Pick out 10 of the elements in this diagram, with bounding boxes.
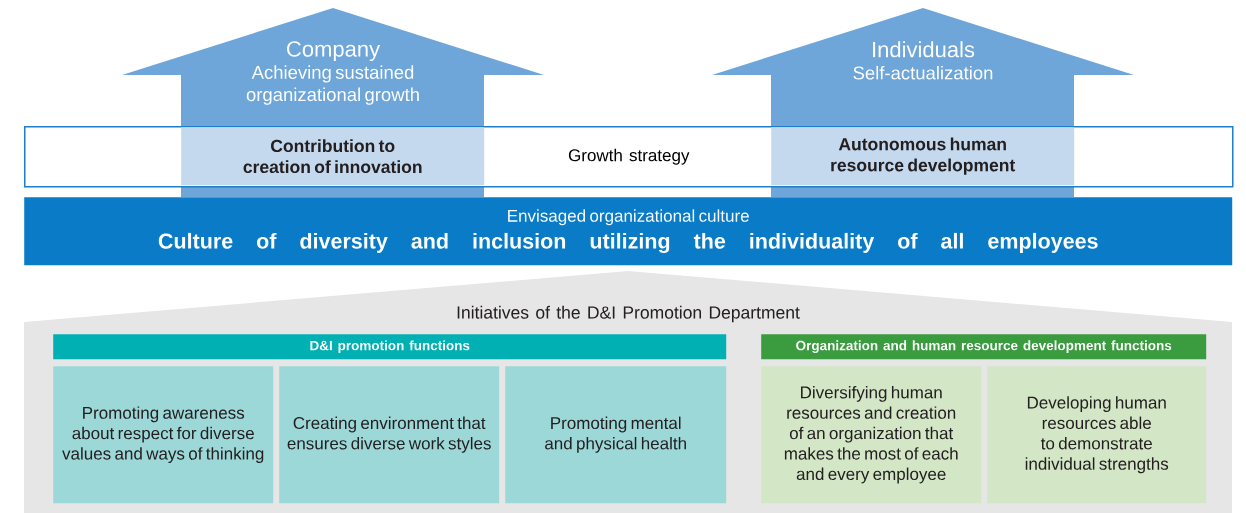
function-box: Promoting mental and physical health [505, 366, 727, 504]
header-bar: D&I promotion functions [53, 334, 727, 360]
function-box: Diversifying human resources and creation of an organization that makes the most of each and every employee [761, 366, 982, 504]
header-bar: Organization and human resource development functions [761, 334, 1207, 360]
function-box: Creating environment that ensures diverse work styles [279, 366, 500, 504]
function-box: Developing human resources able to demonstrate individual strengths [987, 366, 1207, 504]
highlight-box: Autonomous human resource development [771, 127, 1075, 186]
highlight-box: Contribution to creation of innovation [181, 127, 485, 186]
function-box: Promoting awareness about respect for diverse values and ways of thinking [53, 366, 274, 504]
culture-band: Envisaged organizational culture Culture of diversity and inclusion utilizing the individuality of all employees [24, 197, 1233, 266]
